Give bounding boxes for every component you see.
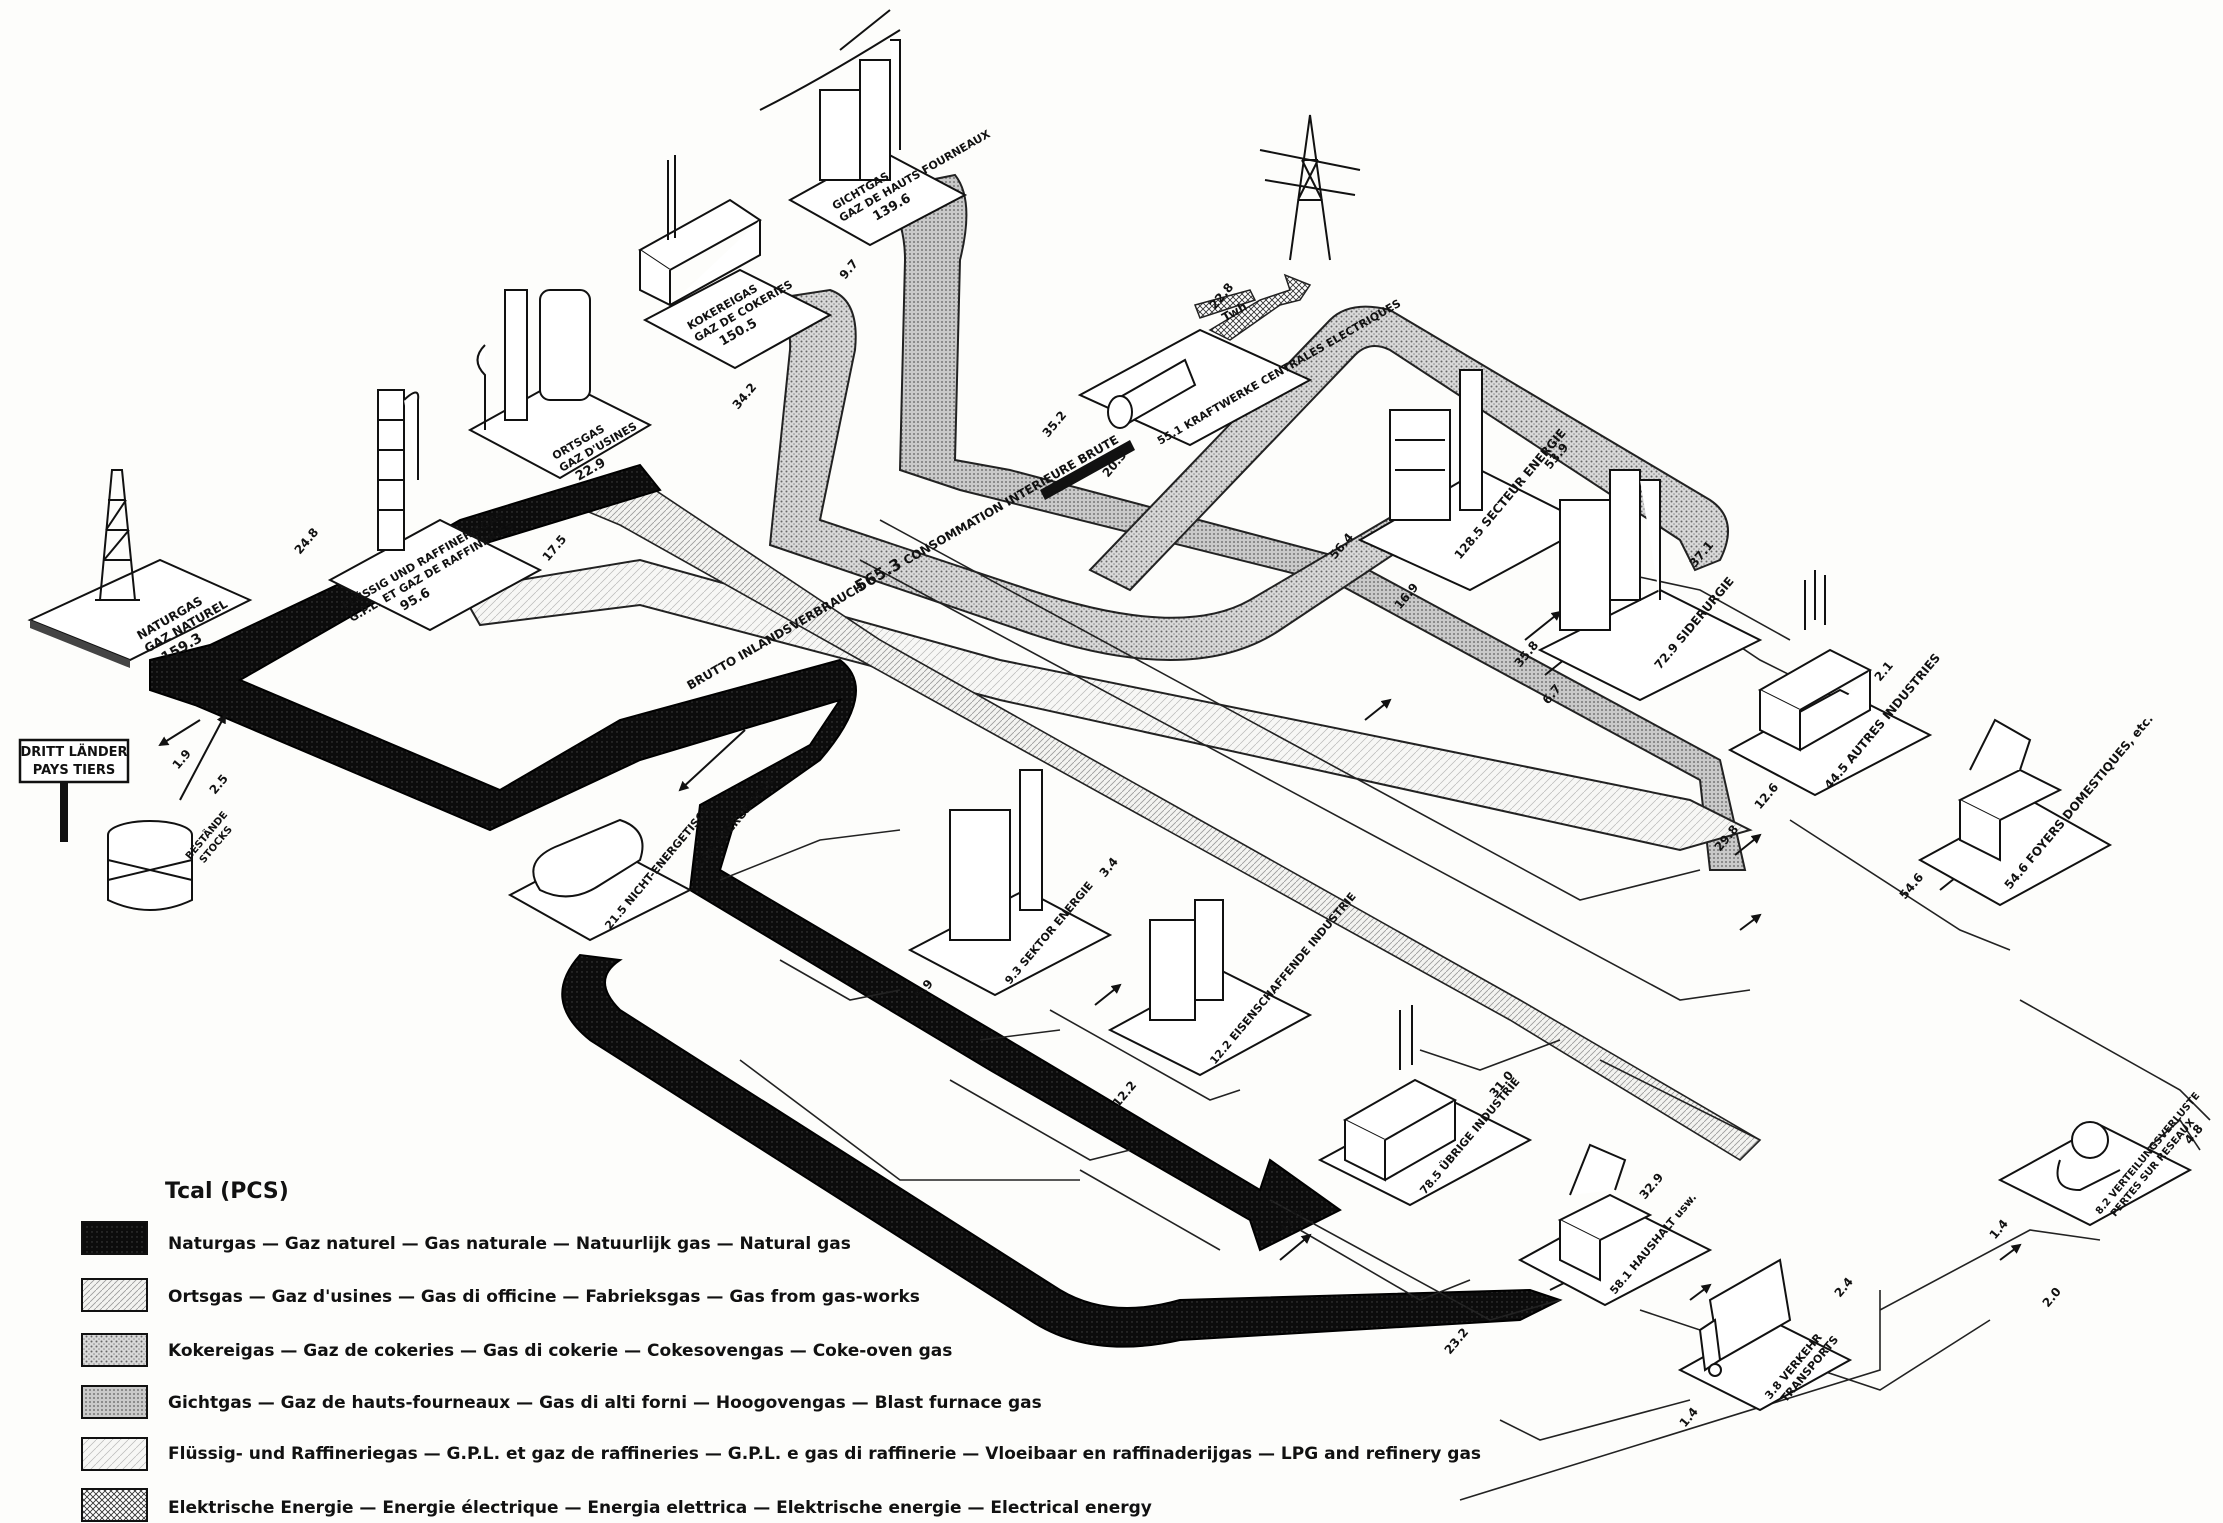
flow-verk-out: 2.4 — [1832, 1275, 1856, 1300]
sign-line1: DRITT LÄNDER — [20, 744, 127, 760]
fertilizer-bag-icon — [532, 818, 644, 898]
flow-stocks: 2.5 — [207, 772, 231, 797]
steel-furnace-icon — [1559, 469, 1661, 631]
flow-coke-out: 34.2 — [730, 380, 760, 412]
coke-oven-icon — [638, 155, 762, 307]
legend-text-coke: Kokereigas — Gaz de cokeries — Gas di co… — [168, 1341, 952, 1361]
flow-haus-out: 32.9 — [1637, 1170, 1667, 1202]
energy-plant-icon — [1389, 369, 1483, 521]
refinery-column-icon — [377, 389, 420, 551]
factory-icon — [1757, 570, 1873, 752]
uebrige-factory-icon — [1342, 1005, 1458, 1182]
steel-platform — [1537, 588, 1763, 702]
turbine-icon — [1107, 358, 1197, 429]
other-industries-platform — [1727, 688, 1933, 797]
natural-gas-power-feed — [1040, 440, 1135, 500]
lpg-flow — [458, 558, 1753, 852]
flow-other-in2: 12.6 — [1752, 780, 1782, 812]
flow-haus-in: 23.2 — [1442, 1325, 1472, 1357]
legend-text-lpg: Flüssig- und Raffineriegas — G.P.L. et g… — [168, 1444, 1481, 1464]
imports-sign — [18, 738, 130, 842]
flow-eisen-in: 12.2 — [1110, 1078, 1140, 1110]
oil-derrick-icon — [95, 469, 140, 601]
legend-text-works: Ortsgas — Gaz d'usines — Gas di officine… — [168, 1287, 920, 1307]
pylon-icon — [1259, 114, 1361, 261]
blast-furnace-icon — [759, 9, 901, 181]
legend-swatch-natural — [81, 1221, 148, 1255]
legend-swatch-lpg — [81, 1437, 148, 1471]
unit-title: Tcal (PCS) — [165, 1179, 289, 1204]
works-gas-flow — [557, 479, 1762, 1162]
legend-swatch-blast — [81, 1385, 148, 1419]
flow-verl-in1: 1.4 — [1987, 1217, 2011, 1242]
flow-imports: 1.9 — [170, 747, 194, 772]
flow-dom-in: 54.6 — [1897, 870, 1927, 902]
flow-lpg-out: 17.5 — [540, 532, 570, 564]
legend-text-elec: Elektrische Energie — Energie électrique… — [168, 1498, 1152, 1518]
storage-tank-icon — [107, 820, 193, 911]
domestic-platform — [1917, 798, 2113, 907]
flow-verl-in2: 2.0 — [2040, 1285, 2064, 1310]
coke-gas-loop — [1088, 305, 1729, 592]
legend-text-blast: Gichtgas — Gaz de hauts-fourneaux — Gas … — [168, 1393, 1042, 1413]
natural-gas-flow — [149, 463, 1342, 1252]
eisen-furnace-icon — [1149, 899, 1224, 1021]
flow-blast-out: 9.7 — [837, 257, 861, 282]
natural-gas-lower-loop — [561, 953, 1563, 1348]
legend-swatch-works — [81, 1278, 148, 1312]
truck-icon — [1698, 1258, 1792, 1377]
house-icon — [1957, 718, 2063, 862]
network-lines — [719, 519, 2211, 1501]
electricity-output — [1208, 273, 1312, 341]
sign-line2: PAYS TIERS — [33, 763, 115, 778]
legend-text-natural: Naturgas — Gaz naturel — Gas naturale — … — [168, 1234, 851, 1254]
flow-power-in1: 35.2 — [1040, 408, 1070, 440]
natural-gas-platform — [27, 558, 253, 668]
legend-swatch-coke — [81, 1333, 148, 1367]
works-platform — [467, 378, 653, 480]
valve-icon — [2056, 1121, 2121, 1192]
flow-nat-in: 24.8 — [292, 525, 322, 557]
legend: Naturgas — Gaz naturel — Gas naturale — … — [81, 1221, 1481, 1522]
sektor-energie-plant-icon — [949, 769, 1043, 941]
haushalt-house-icon — [1557, 1143, 1653, 1282]
flow-sec-out: 3.4 — [1097, 855, 1121, 880]
electricity-flow — [1194, 289, 1257, 319]
gasometer-icon — [476, 289, 591, 430]
legend-swatch-elec — [81, 1488, 148, 1522]
coke-platform — [642, 268, 833, 370]
flow-other-out: 2.1 — [1872, 659, 1896, 684]
